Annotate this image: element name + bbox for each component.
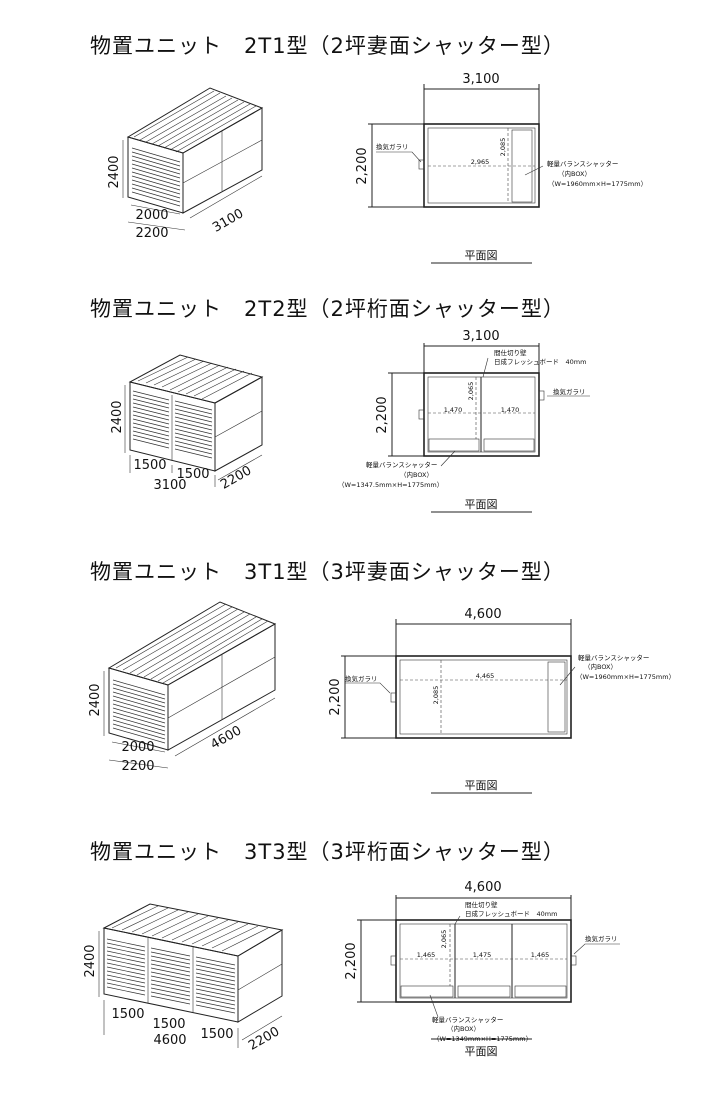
plan-height-label: 2,200 bbox=[355, 147, 370, 184]
interior-length-label: 2,965 bbox=[471, 158, 490, 166]
shutter-label-1: 軽量バランスシャッター bbox=[366, 460, 437, 469]
length-label: 3100 bbox=[153, 478, 186, 493]
bay1-label: 1500 bbox=[133, 458, 166, 473]
partition-label-1: 間仕切り壁 bbox=[465, 900, 498, 909]
partition-label-1: 間仕切り壁 bbox=[494, 348, 527, 357]
depth-label: 2200 bbox=[246, 1024, 282, 1054]
plan-width-label: 3,100 bbox=[462, 329, 499, 344]
unit-3t1-section: 物置ユニット 3T1型（3坪妻面シャッター型） bbox=[0, 540, 701, 810]
shutter-label-1: 軽量バランスシャッター bbox=[432, 1015, 503, 1024]
shutter-label-2: （内BOX） bbox=[558, 169, 591, 178]
height-label: 2400 bbox=[88, 683, 103, 716]
unit-3t3-drawing: 2400 1500 1500 1500 4600 2200 bbox=[83, 880, 620, 1058]
shutter-label-3: （W=1960mm×H=1775mm） bbox=[548, 180, 647, 188]
bay3-label: 1,465 bbox=[531, 951, 550, 959]
plan-width-label: 3,100 bbox=[462, 72, 499, 87]
bay1-label: 1500 bbox=[111, 1007, 144, 1022]
plan-caption: 平面図 bbox=[465, 498, 498, 511]
plan-caption: 平面図 bbox=[465, 249, 498, 262]
bay2-label: 1,475 bbox=[473, 951, 492, 959]
interior-depth-label: 2,085 bbox=[432, 686, 440, 705]
plan-view bbox=[388, 343, 590, 513]
partition-label-2: 日成フレッシュボード 40mm bbox=[465, 909, 557, 918]
plan-height-label: 2,200 bbox=[344, 942, 359, 979]
plan-caption: 平面図 bbox=[465, 1045, 498, 1058]
unit-2t1-section: 物置ユニット 2T1型（2坪妻面シャッター型） bbox=[0, 0, 701, 275]
vent-label: 換気ガラリ bbox=[345, 674, 378, 683]
unit-2t2-section: 物置ユニット 2T2型（2坪桁面シャッター型） bbox=[0, 275, 701, 540]
bay2-label: 1,470 bbox=[501, 406, 520, 414]
interior-depth-label: 2,085 bbox=[499, 138, 507, 157]
plan-height-label: 2,200 bbox=[328, 678, 343, 715]
bay2-label: 1500 bbox=[152, 1017, 185, 1032]
plan-width-label: 4,600 bbox=[464, 880, 501, 895]
interior-depth-label: 2,065 bbox=[440, 930, 448, 949]
vent-label: 換気ガラリ bbox=[553, 387, 586, 396]
length-label: 4600 bbox=[208, 723, 244, 753]
vent-label: 換気ガラリ bbox=[376, 142, 409, 151]
shutter-label-3: （W=1960mm×H=1775mm） bbox=[576, 673, 675, 681]
height-label: 2400 bbox=[83, 944, 98, 977]
vent-label: 換気ガラリ bbox=[585, 934, 618, 943]
plan-view bbox=[341, 619, 576, 794]
iso-view bbox=[103, 601, 277, 769]
iso-view bbox=[124, 354, 264, 487]
shutter-label-2: （内BOX） bbox=[584, 662, 617, 671]
length-label: 3100 bbox=[210, 206, 246, 236]
length-label: 4600 bbox=[153, 1033, 186, 1048]
unit-title: 物置ユニット 3T1型（3坪妻面シャッター型） bbox=[90, 560, 565, 584]
iso-view bbox=[98, 903, 284, 1048]
height-label: 2400 bbox=[107, 155, 122, 188]
front-inner-label: 2000 bbox=[135, 208, 168, 223]
shutter-label-3: （W=1347.5mm×H=1775mm） bbox=[338, 481, 443, 489]
front-inner-label: 2000 bbox=[121, 740, 154, 755]
iso-view bbox=[122, 87, 264, 231]
unit-3t3-section: 物置ユニット 3T3型（3坪桁面シャッター型） bbox=[0, 810, 701, 1095]
plan-view bbox=[368, 84, 544, 264]
unit-title: 物置ユニット 2T1型（2坪妻面シャッター型） bbox=[90, 34, 565, 58]
bay1-label: 1,465 bbox=[417, 951, 436, 959]
front-outer-label: 2200 bbox=[121, 759, 154, 774]
shutter-label-1: 軽量バランスシャッター bbox=[547, 159, 618, 168]
shutter-label-1: 軽量バランスシャッター bbox=[578, 653, 649, 662]
unit-3t1-drawing: 2400 2000 2200 4600 4,600 2,200 4,465 2,… bbox=[88, 601, 675, 794]
plan-width-label: 4,600 bbox=[464, 607, 501, 622]
shutter-label-2: （内BOX） bbox=[400, 470, 433, 479]
bay1-label: 1,470 bbox=[444, 406, 463, 414]
partition-label-2: 日成フレッシュボード 40mm bbox=[494, 357, 586, 366]
plan-view bbox=[357, 895, 620, 1040]
bay2-label: 1500 bbox=[176, 467, 209, 482]
plan-height-label: 2,200 bbox=[375, 396, 390, 433]
plan-caption: 平面図 bbox=[465, 779, 498, 792]
front-outer-label: 2200 bbox=[135, 226, 168, 241]
depth-label: 2200 bbox=[218, 463, 254, 493]
unit-2t1-drawing: 2400 2000 2200 3100 3,100 2,200 2,965 2,… bbox=[107, 72, 647, 264]
unit-title: 物置ユニット 3T3型（3坪桁面シャッター型） bbox=[90, 840, 565, 864]
interior-length-label: 4,465 bbox=[476, 672, 495, 680]
shutter-label-3: （W=1349mm×H=1775mm） bbox=[433, 1035, 532, 1043]
unit-title: 物置ユニット 2T2型（2坪桁面シャッター型） bbox=[90, 297, 565, 321]
interior-depth-label: 2,065 bbox=[467, 382, 475, 401]
shutter-label-2: （内BOX） bbox=[447, 1024, 480, 1033]
bay3-label: 1500 bbox=[200, 1027, 233, 1042]
unit-2t2-drawing: 2400 1500 1500 3100 2200 3,100 2 bbox=[110, 329, 590, 513]
height-label: 2400 bbox=[110, 400, 125, 433]
